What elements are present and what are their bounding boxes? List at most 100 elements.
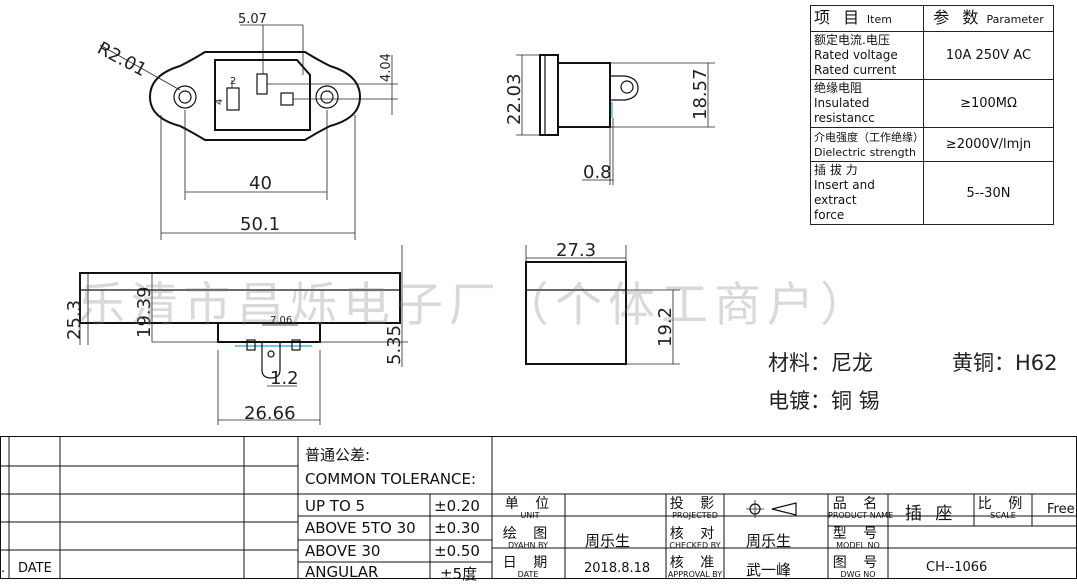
tol-range: UP TO 5: [305, 497, 366, 515]
dim-40: 40: [249, 173, 272, 194]
dim-4-04: 4.04: [379, 53, 394, 82]
checked-value: 周乐生: [746, 532, 792, 550]
approval-en: APPROVAL BY: [667, 570, 723, 579]
tol-value: ±5度: [440, 565, 478, 583]
tol-range: ABOVE 30: [305, 542, 381, 560]
material-label: 材料：尼龙: [768, 351, 873, 375]
spec-header-param: 参 数 Parameter: [923, 5, 1054, 32]
date-cn: 日 期: [502, 555, 554, 571]
product-en: PRODUCT NAME: [828, 511, 894, 520]
tolerance-en: COMMON TOLERANCE:: [305, 470, 477, 488]
scale-value: Free: [1047, 502, 1075, 517]
drawn-value: 周乐生: [585, 532, 631, 550]
left-date-label: DATE: [18, 561, 52, 576]
dim-19-39: 19.39: [134, 286, 155, 338]
tol-range: ABOVE 5TO 30: [305, 519, 416, 537]
spec-row-en2: resistancc: [814, 111, 875, 125]
spec-header-item-cn: 项 目: [814, 8, 864, 27]
spec-row-cn: 介电强度（工作绝缘）: [814, 130, 924, 144]
spec-header-item: 项 目 Item: [810, 5, 924, 32]
approval-value: 武一峰: [746, 561, 792, 579]
scale-cn: 比 例: [977, 496, 1029, 512]
tolerance-cn: 普通公差:: [305, 446, 371, 464]
dim-25-3: 25.3: [64, 300, 85, 340]
dwg-cn: 图 号: [832, 555, 884, 571]
dim-0-8: 0.8: [583, 162, 612, 183]
checked-cn: 核 对: [669, 526, 721, 542]
unit-en: UNIT: [520, 511, 540, 520]
date-en: DATE: [517, 570, 539, 579]
spec-header-param-en: Parameter: [986, 13, 1044, 26]
spec-row-cn: 额定电流.电压: [814, 33, 890, 47]
dim-19-2: 19.2: [655, 307, 676, 347]
tol-value: ±0.50: [434, 542, 480, 560]
spec-row-en1: Dielectric strength: [814, 145, 916, 159]
plating-label: 电镀：铜 锡: [768, 389, 880, 413]
spec-row-en1: Rated voltage: [814, 48, 898, 62]
dim-5-35: 5.35: [384, 325, 405, 365]
brass-label: 黄铜：H62: [952, 351, 1058, 375]
dim-1-2: 1.2: [270, 368, 299, 389]
projected-cn: 投 影: [669, 496, 721, 512]
bottom-view: [79, 245, 408, 425]
dim-50-1: 50.1: [240, 214, 280, 235]
dwg-en: DWG NO: [840, 570, 876, 579]
checked-en: CHECKED BY: [669, 541, 721, 550]
drawn-cn: 绘 图: [502, 526, 554, 542]
model-en: MODEL NO: [836, 541, 880, 550]
projection-symbol-icon: [746, 500, 797, 518]
model-cn: 型 号: [832, 526, 884, 542]
tol-value: ±0.30: [434, 519, 480, 537]
approval-cn: 核 准: [669, 555, 721, 571]
spec-row-cn: 插 拔 力: [814, 163, 858, 177]
tol-value: ±0.20: [434, 497, 480, 515]
product-value: 插 座: [905, 504, 957, 524]
tol-range: ANGULAR: [305, 563, 379, 581]
projected-en: PROJECTED: [672, 511, 718, 520]
dim-5-07: 5.07: [238, 12, 267, 27]
date-value: 2018.8.18: [584, 561, 651, 576]
dim-2: 2: [230, 76, 236, 87]
spec-row-value: 10A 250V AC: [923, 31, 1054, 80]
spec-row-en2: Rated current: [814, 63, 897, 77]
dim-4: 4: [214, 99, 225, 105]
dim-22-03: 22.03: [504, 73, 525, 125]
spec-header-item-en: Item: [866, 13, 892, 26]
spec-row-value: ≥100MΩ: [923, 79, 1054, 128]
spec-row-value: ≥2000V/lmjn: [923, 127, 1054, 162]
dim-r2-01: R2.01: [94, 38, 150, 81]
spec-header-param-cn: 参 数: [933, 8, 983, 27]
spec-row-value: 5--30N: [923, 161, 1054, 225]
spec-row: 介电强度（工作绝缘）Dielectric strength ≥2000V/lmj…: [810, 127, 1054, 162]
dim-27-3: 27.3: [556, 240, 596, 261]
scale-en: SCALE: [990, 511, 1016, 520]
spec-row-en1: Insulated: [814, 96, 870, 110]
side-view: [516, 54, 715, 185]
dim-26-66: 26.66: [244, 403, 296, 424]
drawn-en: DYAHN BY: [508, 541, 548, 550]
spec-row-en1: Insert and extract: [814, 178, 875, 207]
dim-18-57: 18.57: [690, 68, 711, 120]
unit-cn: 单 位: [504, 496, 556, 512]
spec-row-cn: 绝缘电阻: [814, 81, 863, 95]
front-view: [99, 24, 398, 240]
dwg-value: CH--1066: [926, 560, 988, 575]
product-cn: 品 名: [832, 496, 884, 512]
spec-row-en2: force: [814, 208, 845, 222]
dim-7-06: 7.06: [270, 315, 292, 326]
